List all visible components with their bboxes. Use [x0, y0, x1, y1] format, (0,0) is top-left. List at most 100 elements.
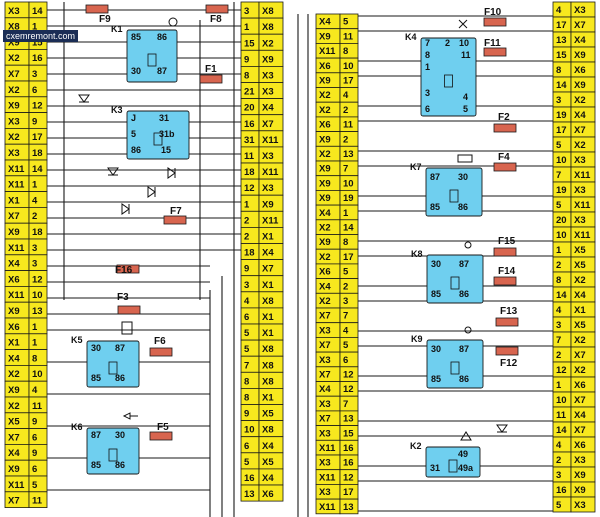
connector-pin-number: 2	[556, 260, 561, 271]
relay-pin-label: 10	[459, 38, 469, 48]
connector-pin-number: 5	[343, 340, 349, 351]
connector-pin-number: 9	[244, 409, 249, 420]
connector-pin-number: 17	[343, 76, 354, 87]
connector-id: X3	[319, 355, 331, 366]
fuse-f12: F12	[495, 346, 519, 369]
connector-pin-number: 9	[32, 116, 37, 127]
connector-id: X6	[574, 65, 586, 76]
fuse-label: F13	[500, 306, 518, 317]
connector-id: X2	[574, 140, 586, 151]
relay-pin-label: J	[131, 113, 136, 123]
connector-pin-number: 2	[556, 350, 561, 361]
connector-pin-number: 1	[32, 22, 38, 33]
connector-id: X8	[262, 344, 274, 355]
connector-id: X3	[262, 87, 274, 98]
connector-pin-number: 13	[343, 414, 354, 425]
connector-pin-number: 10	[32, 290, 43, 301]
relay-label: K4	[405, 32, 417, 42]
connector-pin-number: 9	[244, 54, 249, 65]
relay-label: K3	[111, 105, 123, 115]
fuse-f3: F3	[117, 292, 141, 315]
connector-pin-number: 4	[32, 195, 38, 206]
relay-label: K2	[410, 441, 422, 451]
relay-coil	[449, 189, 459, 203]
connector-pin-number: 31	[244, 135, 255, 146]
connector-id: X2	[262, 38, 274, 49]
fuse-label: F5	[157, 422, 169, 433]
relay-coil	[108, 361, 118, 375]
connector-id: X11	[8, 243, 25, 254]
connector-pin-number: 1	[343, 208, 349, 219]
relay-pin-label: 1	[425, 62, 430, 72]
relay-pin-label: 87	[115, 343, 125, 353]
horn-icon	[122, 412, 138, 420]
relay-pin-label: 6	[425, 104, 430, 114]
connector-id: X9	[574, 50, 586, 61]
fuse-f6: F6	[149, 336, 173, 357]
connector-id: X4	[574, 35, 586, 46]
connector-pin-number: 5	[556, 200, 562, 211]
connector-id: X7	[8, 496, 20, 507]
connector-pin-number: 10	[244, 425, 255, 436]
connector-pin: X7 13	[315, 410, 359, 426]
connector-pin-number: 17	[556, 125, 567, 136]
relay-coil	[108, 448, 118, 462]
relay-coil	[450, 361, 460, 375]
connector-pin-number: 11	[244, 151, 255, 162]
connector-pin-number: 17	[343, 487, 354, 498]
connector-id: X4	[574, 110, 586, 121]
connector-id: X11	[319, 502, 336, 513]
fuse-label: F15	[498, 236, 516, 247]
connector-id: X6	[574, 380, 586, 391]
fuse-label: F1	[205, 64, 217, 75]
connector-id: X3	[262, 183, 274, 194]
diode-icon	[167, 167, 176, 179]
connector-pin-number: 10	[556, 230, 567, 241]
connector-pin-number: 18	[32, 227, 43, 238]
connector-id: X4	[262, 473, 274, 484]
connector-pin-number: 10	[556, 395, 567, 406]
fuse-f9: F9	[85, 4, 111, 25]
connector-id: X7	[319, 414, 331, 425]
connector-id: X3	[574, 500, 586, 511]
relay-pin-label: 86	[459, 374, 469, 384]
connector-pin-number: 11	[32, 401, 43, 412]
connector-pin-number: 18	[244, 167, 255, 178]
relay-pin-label: 30	[131, 66, 141, 76]
relay-pin-label: 30	[431, 344, 441, 354]
connector-pin-number: 8	[244, 393, 249, 404]
